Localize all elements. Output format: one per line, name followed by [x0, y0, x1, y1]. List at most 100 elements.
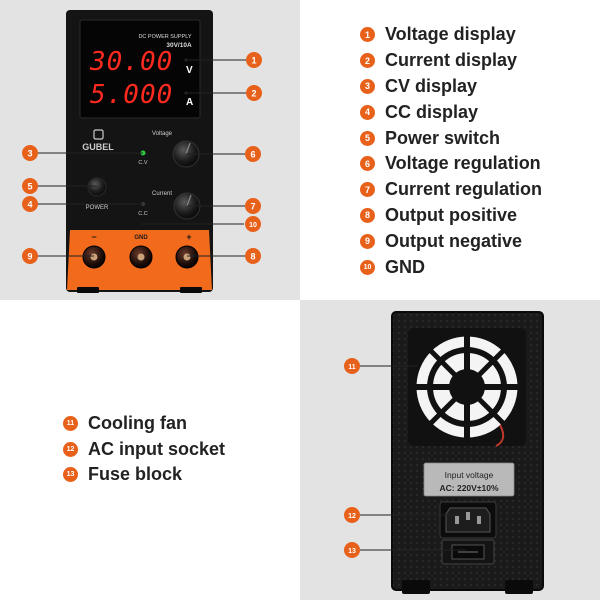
legend-label: Current display	[385, 50, 518, 71]
legend-item-output-negative: 9 Output negative	[360, 228, 542, 254]
current-unit: A	[186, 97, 193, 108]
legend-label: CC display	[385, 101, 479, 122]
callout-number-7: 7	[250, 202, 255, 212]
fuse-block[interactable]	[441, 539, 495, 565]
legend-label: Output negative	[385, 230, 523, 251]
legend-number: 9	[360, 233, 375, 249]
brand-logo-icon	[93, 129, 104, 140]
callout-number-4: 4	[27, 200, 32, 210]
callout-number-8: 8	[250, 252, 255, 262]
display-header-line1: DC POWER SUPPLY	[138, 34, 191, 40]
legend-number: 7	[360, 182, 375, 198]
callout-number-1: 1	[251, 56, 256, 66]
callout-marker-1	[246, 52, 262, 68]
legend-number: 4	[360, 104, 375, 120]
legend-label: Current regulation	[385, 179, 543, 200]
callout-number-13: 13	[348, 548, 356, 555]
legend-label: Cooling fan	[88, 413, 187, 434]
callout-marker-5	[22, 178, 38, 194]
voltage-knob-indicator	[185, 142, 191, 155]
legend-item-current-display: 2 Current display	[360, 48, 542, 74]
callout-number-2: 2	[251, 89, 256, 99]
fan-hub	[449, 369, 485, 405]
ac-pin-top	[466, 512, 470, 520]
callout-dot-2	[184, 91, 188, 95]
cooling-fan	[408, 328, 526, 447]
negative-terminal-center	[90, 253, 98, 261]
legend-label: Power switch	[385, 127, 501, 148]
power-supply-back: Input voltage AC: 220V±10%	[391, 311, 544, 594]
legend-label: AC input socket	[88, 438, 226, 459]
legend-number: 12	[63, 441, 78, 457]
display-header-line2: 30V/10A	[166, 42, 192, 49]
callout-marker-2	[246, 85, 262, 101]
cv-label: C.V	[138, 160, 148, 166]
legend-number: 10	[360, 259, 375, 275]
cc-label: C.C	[138, 211, 148, 217]
current-knob-indicator	[186, 194, 192, 207]
voltage-knob-label: Voltage	[152, 131, 173, 137]
brand-name: GUBEL	[82, 142, 114, 152]
power-supply-front: DC POWER SUPPLY 30V/10A 30.00 V 5.000 A …	[66, 10, 213, 293]
legend-number: 11	[63, 416, 78, 432]
power-switch[interactable]	[87, 177, 107, 197]
legend-number: 6	[360, 156, 375, 172]
ac-input-socket[interactable]	[439, 501, 497, 539]
voltage-unit: V	[186, 65, 193, 76]
ac-pin-left	[455, 516, 459, 524]
callout-marker-9	[22, 248, 38, 264]
gnd-terminal-center	[137, 253, 145, 261]
callout-number-6: 6	[250, 150, 255, 160]
callout-marker-11	[344, 358, 360, 374]
legend-item-cooling-fan: 11 Cooling fan	[63, 411, 225, 437]
back-foot-left	[402, 580, 430, 594]
voltage-readout: 30.00	[89, 47, 173, 77]
callout-marker-13	[344, 542, 360, 558]
legend-label: Output positive	[385, 204, 517, 225]
callout-number-10: 10	[249, 222, 257, 229]
callout-number-5: 5	[27, 182, 32, 192]
callout-marker-6	[245, 146, 261, 162]
input-voltage-plate	[423, 462, 515, 497]
negative-terminal-label: −	[91, 232, 96, 242]
positive-terminal-center	[183, 253, 191, 261]
legend-item-ac-input-socket: 12 AC input socket	[63, 437, 225, 463]
callout-number-9: 9	[27, 252, 32, 262]
legend-label: Voltage display	[385, 24, 516, 45]
legend-number: 5	[360, 130, 375, 146]
ac-pin-right	[477, 516, 481, 524]
callout-marker-8	[245, 248, 261, 264]
input-voltage-title: Input voltage	[445, 470, 494, 480]
legend-number: 3	[360, 78, 375, 94]
legend-label: Fuse block	[88, 464, 183, 485]
display-window	[79, 19, 201, 119]
current-readout: 5.000	[90, 80, 173, 110]
legend-label: Voltage regulation	[385, 153, 541, 174]
legend-item-power-switch: 5 Power switch	[360, 125, 542, 151]
front-foot-left	[77, 287, 99, 293]
callout-marker-3	[22, 145, 38, 161]
power-label: POWER	[86, 205, 109, 211]
legend-item-voltage-regulation: 6 Voltage regulation	[360, 151, 542, 177]
legend-item-current-regulation: 7 Current regulation	[360, 177, 542, 203]
legend-number: 1	[360, 27, 375, 43]
callout-marker-7	[245, 198, 261, 214]
current-knob-label: Current	[152, 191, 172, 197]
legend-item-voltage-display: 1 Voltage display	[360, 22, 542, 48]
callout-marker-12	[344, 507, 360, 523]
gnd-terminal-label: GND	[134, 235, 148, 241]
callout-number-12: 12	[348, 513, 356, 520]
callout-marker-10	[245, 216, 261, 232]
callout-number-3: 3	[27, 149, 32, 159]
legend-item-output-positive: 8 Output positive	[360, 203, 542, 229]
input-voltage-value: AC: 220V±10%	[440, 483, 499, 493]
legend-number: 2	[360, 53, 375, 69]
front-foot-right	[180, 287, 202, 293]
legend-number: 8	[360, 207, 375, 223]
